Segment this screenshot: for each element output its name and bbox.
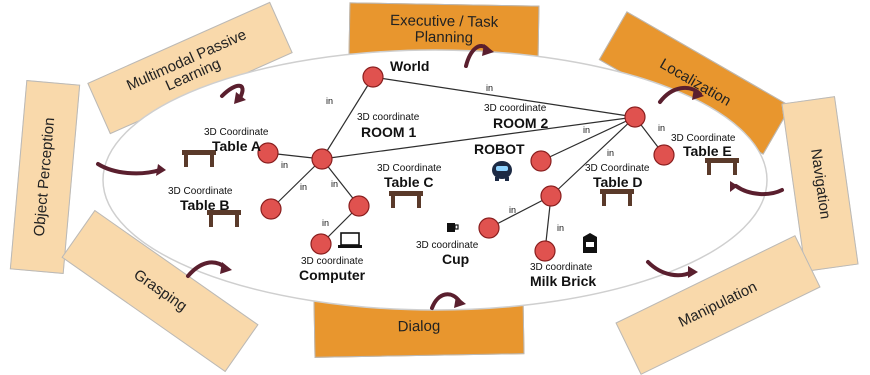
room2-caption: 3D coordinate	[484, 103, 547, 114]
robot-label: ROBOT	[474, 141, 525, 157]
node-tableB	[260, 198, 282, 220]
computer-label: Computer	[299, 267, 366, 283]
tableA-label: Table A	[212, 138, 262, 154]
tableA-caption: 3D Coordinate	[204, 127, 269, 138]
world-label: World	[390, 58, 430, 74]
edge-label: in	[486, 83, 493, 93]
edge-room2-room1	[321, 116, 636, 160]
robot-icon	[492, 161, 512, 181]
arrow-head-navigation	[730, 181, 738, 192]
computer-caption: 3D coordinate	[301, 256, 364, 267]
graph-nodes	[257, 66, 675, 262]
arrow-head-manipulation	[688, 266, 698, 278]
arrow-passive	[220, 83, 245, 100]
node-robot	[530, 150, 552, 172]
node-room1	[311, 148, 333, 170]
milk-caption: 3D coordinate	[530, 262, 593, 273]
node-world	[362, 66, 384, 88]
architecture-diagram: Executive / Task Planning Multimodal Pas…	[9, 1, 859, 375]
arrow-perception	[96, 162, 162, 176]
edge-room2-robot	[540, 116, 636, 162]
milk-brick-icon	[583, 233, 597, 253]
node-milk	[534, 240, 556, 262]
tableD-caption: 3D Coordinate	[585, 163, 650, 174]
node-computer	[310, 233, 332, 255]
node-tableA	[257, 142, 279, 164]
edge-label: in	[658, 123, 665, 133]
cup-caption: 3D coordinate	[416, 240, 479, 251]
edge-room1-tableB	[270, 158, 323, 210]
arrow-heads	[156, 44, 738, 308]
milk-label: Milk Brick	[530, 273, 597, 289]
laptop-icon	[338, 232, 362, 248]
cup-icon	[447, 223, 459, 232]
tableC-caption: 3D Coordinate	[377, 163, 442, 174]
tableC-label: Table C	[384, 174, 434, 190]
edge-labels: in in in in in in in in in in in	[281, 83, 665, 233]
node-cup	[478, 217, 500, 239]
edge-label: in	[322, 218, 329, 228]
edge-label: in	[557, 223, 564, 233]
tableB-label: Table B	[180, 197, 230, 213]
arrow-head-localization	[692, 88, 704, 100]
edge-label: in	[331, 179, 338, 189]
tableE-caption: 3D Coordinate	[671, 133, 736, 144]
tableB-caption: 3D Coordinate	[168, 186, 233, 197]
edge-label: in	[281, 160, 288, 170]
table-icon	[705, 158, 739, 175]
node-tableD	[540, 185, 562, 207]
edge-tableD-cup	[488, 195, 552, 229]
room1-caption: 3D coordinate	[357, 112, 420, 123]
room2-label: ROOM 2	[493, 115, 549, 131]
edge-label: in	[607, 148, 614, 158]
edge-world-room1	[321, 76, 374, 160]
edge-room2-tableD	[550, 116, 636, 197]
node-tableC	[348, 195, 370, 217]
table-icon	[207, 210, 241, 227]
edge-label: in	[583, 125, 590, 135]
room1-label: ROOM 1	[361, 124, 417, 140]
furniture-icons	[182, 150, 739, 227]
tableD-label: Table D	[593, 174, 643, 190]
node-tableE	[653, 144, 675, 166]
tableE-label: Table E	[683, 143, 732, 159]
edge-label: in	[509, 205, 516, 215]
knowledge-ellipse	[102, 49, 768, 311]
cup-label: Cup	[442, 251, 470, 267]
edge-world-room2	[372, 76, 636, 118]
table-icon	[182, 150, 216, 167]
arrow-head-dialog	[454, 296, 466, 308]
table-icon	[600, 189, 634, 206]
arrow-head-perception	[156, 164, 166, 176]
arrow-navigation	[734, 184, 784, 197]
table-icon	[389, 191, 423, 208]
node-room2	[624, 106, 646, 128]
edge-label: in	[326, 96, 333, 106]
edge-label: in	[300, 182, 307, 192]
arrow-head-executive	[482, 44, 494, 56]
arrow-head-grasping	[220, 262, 232, 274]
graph-svg: in in in in in in in in in in in	[96, 44, 784, 311]
arrow-head-passive	[234, 92, 246, 104]
